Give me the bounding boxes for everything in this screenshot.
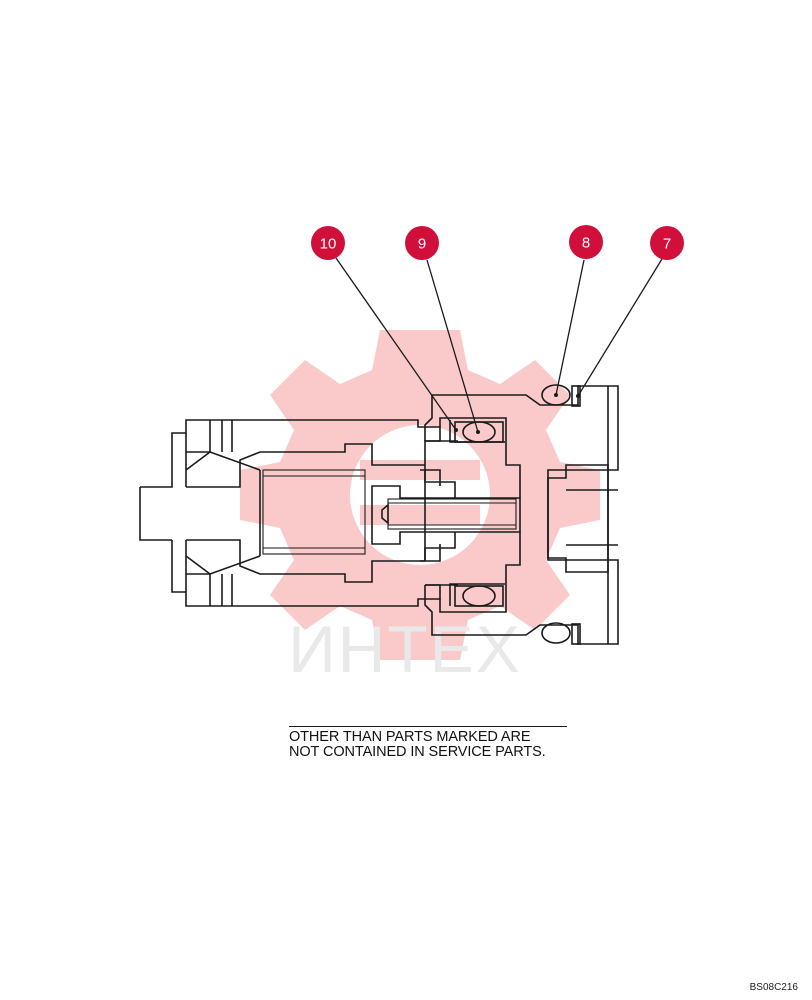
callout-10: 10 <box>311 226 345 260</box>
valve-body <box>139 384 619 645</box>
callout-10-label: 10 <box>320 236 337 253</box>
callout-9-label: 9 <box>418 236 426 253</box>
callout-9: 9 <box>405 226 439 260</box>
backup-ring-7-lower <box>571 623 581 645</box>
drawing-code: BS08C216 <box>749 982 798 993</box>
o-ring-8-lower <box>541 622 571 644</box>
callout-8: 8 <box>569 225 603 259</box>
note-line-2: NOT CONTAINED IN SERVICE PARTS. <box>289 744 546 760</box>
callout-7-label: 7 <box>663 236 671 253</box>
callout-7: 7 <box>650 226 684 260</box>
watermark-logo: ИНТЕХ <box>240 330 600 686</box>
spring-left <box>262 469 366 555</box>
callout-leaders <box>335 257 663 434</box>
note-line-1: OTHER THAN PARTS MARKED ARE <box>289 729 531 745</box>
callout-8-label: 8 <box>582 235 590 252</box>
service-parts-note: OTHER THAN PARTS MARKED ARE NOT CONTAINE… <box>289 726 567 760</box>
watermark-text: ИНТЕХ <box>288 612 521 686</box>
o-ring-8-upper <box>541 384 571 406</box>
